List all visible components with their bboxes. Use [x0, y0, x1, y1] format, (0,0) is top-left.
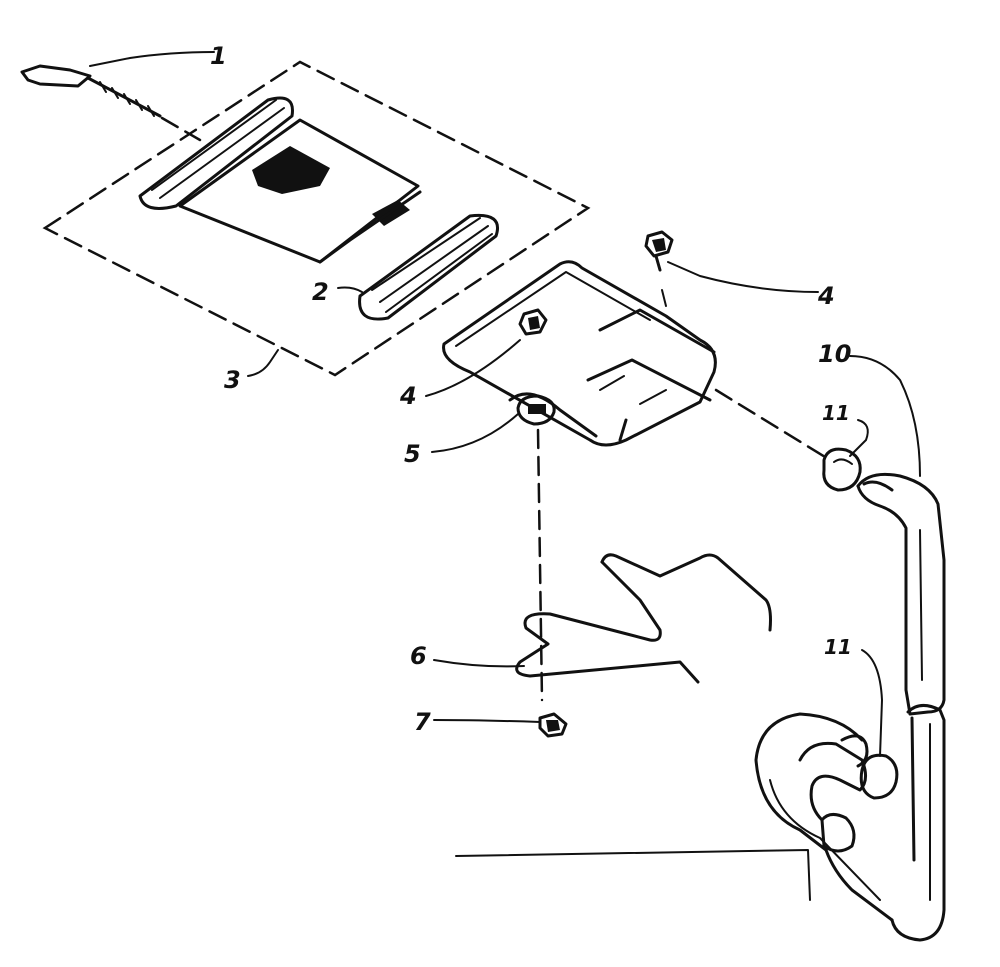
part-4-bolt-lower: [518, 308, 548, 336]
reference-line: [455, 849, 811, 901]
leader-lines: [89, 51, 921, 757]
part-7-small-nut: [538, 712, 568, 738]
callout-7: 7: [414, 708, 431, 736]
part-3-gasket-sheet: [42, 60, 591, 377]
part-5-nut: [516, 394, 556, 426]
part-housing-bracket: [442, 260, 832, 462]
callout-3: 3: [224, 366, 241, 394]
part-10-hose: [754, 472, 946, 942]
callout-4-lower: 4: [399, 382, 417, 410]
callout-2: 2: [312, 278, 329, 306]
part-11-clamp-lower: [859, 753, 899, 800]
callout-11-lower: 11: [824, 635, 852, 659]
callout-10: 10: [818, 340, 851, 368]
part-4-bolt-upper: [644, 230, 674, 272]
callout-1: 1: [210, 42, 227, 70]
callout-5: 5: [404, 440, 421, 468]
callout-4-upper: 4: [817, 282, 835, 310]
alignment-line: [536, 428, 544, 702]
callout-11-upper: 11: [822, 401, 850, 425]
part-6-wire-spring: [515, 553, 772, 684]
callout-labels: 1 2 3 4 4 5 6 7 10 11 11: [210, 42, 852, 736]
part-2-filter-cartridge: [138, 96, 499, 321]
callout-6: 6: [410, 642, 427, 670]
part-1-screw: [20, 64, 202, 142]
part-11-clamp-upper: [822, 447, 862, 492]
